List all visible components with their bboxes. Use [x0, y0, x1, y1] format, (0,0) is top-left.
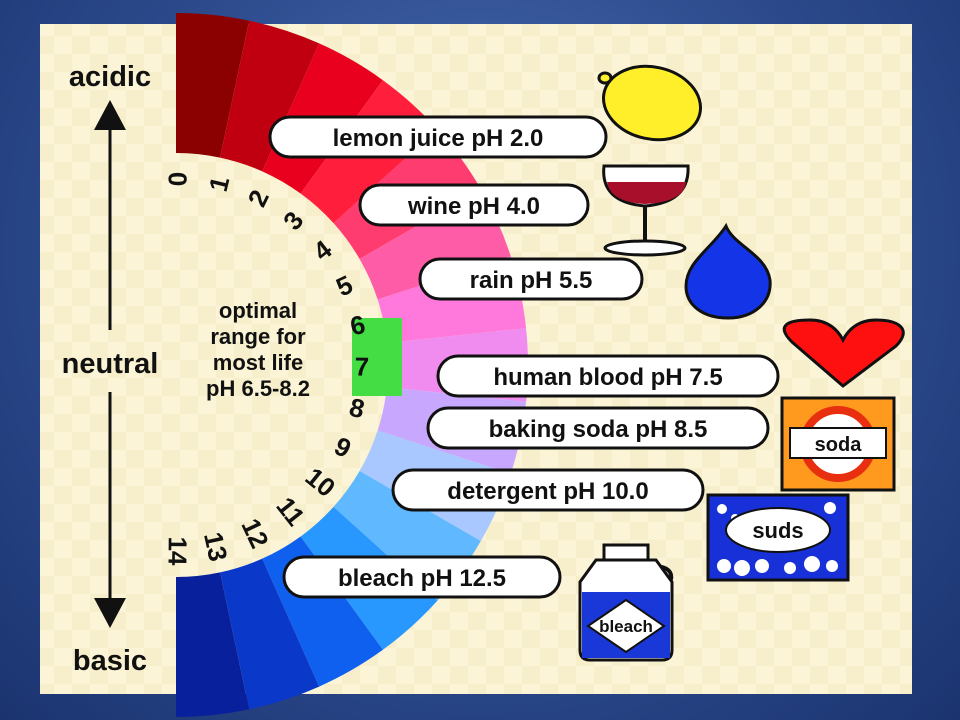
soda-box-icon: soda [780, 396, 896, 492]
item-rain: rain pH 5.5 [418, 257, 644, 301]
ph-segment-14 [176, 572, 250, 717]
bleach-label: bleach [599, 617, 653, 636]
optimal-line-1: optimal [219, 298, 297, 323]
item-detergent: detergent pH 10.0 [391, 468, 705, 512]
item-baking-soda: baking soda pH 8.5 [426, 406, 770, 450]
heart-icon [782, 318, 905, 388]
item-label: lemon juice pH 2.0 [333, 125, 544, 152]
ph-number-14: 14 [162, 536, 192, 566]
item-label: rain pH 5.5 [470, 267, 593, 294]
optimal-range-text: optimal range for most life pH 6.5-8.2 [206, 298, 310, 401]
acidic-label: acidic [69, 61, 151, 93]
ph-segment-0 [176, 13, 250, 158]
acid-base-arrow [94, 100, 126, 628]
optimal-range-highlight [352, 318, 402, 396]
arrow-up-icon [94, 100, 126, 130]
wine-glass-icon [602, 164, 690, 257]
item-wine: wine pH 4.0 [358, 183, 590, 227]
arrow-down-icon [94, 598, 126, 628]
item-label: wine pH 4.0 [407, 193, 540, 220]
detergent-suds-icon: suds [706, 493, 850, 582]
soda-box-label: soda [815, 434, 863, 456]
neutral-label: neutral [62, 348, 159, 380]
ph-segment-1 [220, 20, 320, 172]
raindrop-icon [684, 222, 772, 320]
ph-number-1: 1 [203, 173, 236, 194]
item-human-blood: human blood pH 7.5 [436, 354, 780, 398]
ph-number-7: 7 [355, 352, 370, 382]
ph-number-0: 0 [163, 172, 193, 187]
item-label: human blood pH 7.5 [493, 364, 722, 391]
item-lemon-juice: lemon juice pH 2.0 [268, 115, 608, 159]
item-label: baking soda pH 8.5 [489, 416, 708, 443]
optimal-line-2: range for [210, 324, 306, 349]
basic-label: basic [73, 645, 147, 677]
ph-number-6: 6 [347, 309, 368, 341]
item-label: bleach pH 12.5 [338, 565, 506, 592]
item-bleach: bleach pH 12.5 [282, 555, 562, 599]
optimal-line-3: most life [213, 350, 303, 375]
ph-number-8: 8 [346, 392, 367, 425]
lemon-icon [597, 64, 703, 142]
optimal-line-4: pH 6.5-8.2 [206, 376, 310, 401]
ph-segment-13 [220, 558, 320, 710]
item-label: detergent pH 10.0 [447, 478, 648, 505]
bleach-jug-icon: bleach [578, 543, 674, 662]
ph-number-13: 13 [198, 529, 234, 564]
suds-label: suds [752, 518, 803, 543]
